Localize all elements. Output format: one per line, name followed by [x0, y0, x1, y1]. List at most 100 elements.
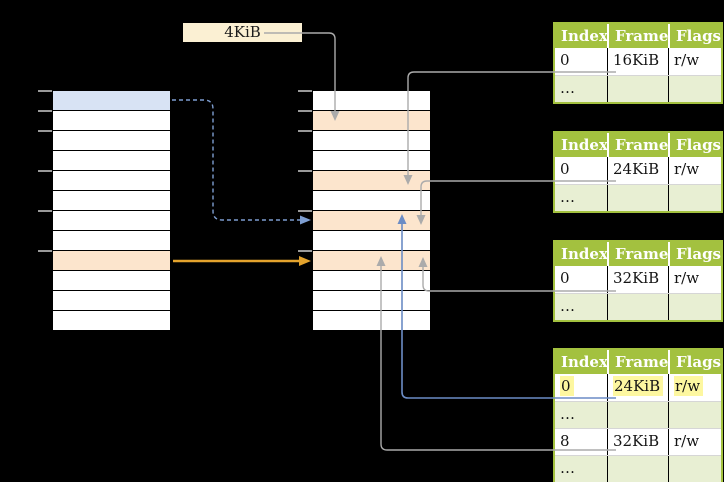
header-cell-frame: Frame — [607, 133, 668, 157]
virtual-memory-row-12 — [53, 311, 170, 331]
header-cell-flags: Flags — [668, 350, 721, 374]
header-cell-flags: Flags — [668, 242, 721, 266]
virtual-memory-address-tick — [38, 110, 52, 112]
physical-memory-row-6 — [313, 191, 430, 211]
page-table-mixed-row-3-flags — [668, 456, 721, 482]
page-table-mixed-row-3-frame — [607, 456, 668, 482]
page-table-24kib-row-1: … — [555, 184, 721, 211]
arrowhead-right-icon — [300, 215, 311, 225]
virtual-memory-row-9 — [53, 251, 170, 271]
physical-memory-address-tick — [298, 130, 312, 132]
physical-memory-address-tick — [298, 90, 312, 92]
page-table-mixed-row-0-frame: 24KiB — [607, 374, 668, 401]
virtual-memory-address-tick — [38, 210, 52, 212]
page-table-24kib-row-0-flags: r/w — [668, 157, 721, 184]
physical-memory-row-8 — [313, 231, 430, 251]
physical-memory-address-tick — [298, 170, 312, 172]
page-table-16kib-row-0-flags: r/w — [668, 48, 721, 75]
header-cell-index: Index — [561, 27, 608, 45]
page-table-32kib-row-0-flags: r/w — [668, 266, 721, 293]
physical-memory-address-tick — [298, 210, 312, 212]
header-cell-flags: Flags — [668, 24, 721, 48]
header-cell-index: Index — [561, 136, 608, 154]
page-table-mixed-row-2-index: 8 — [560, 432, 570, 450]
arrowhead-right-icon — [299, 256, 311, 266]
highlighted-value: r/w — [674, 376, 704, 396]
page-table-mixed-row-0-flags: r/w — [668, 374, 721, 401]
page-size-label: 4KiB — [183, 23, 302, 42]
page-table-mixed-row-2-frame: 32KiB — [607, 429, 668, 455]
page-table-16kib-row-1-flags — [668, 76, 721, 102]
header-cell-index: Index — [561, 245, 608, 263]
header-cell-flags: Flags — [668, 133, 721, 157]
virtual-memory-row-10 — [53, 271, 170, 291]
page-table-mixed-row-3-index: … — [560, 459, 575, 477]
physical-memory-row-5 — [313, 171, 430, 191]
page-table-mixed-row-1: … — [555, 401, 721, 428]
page-table-32kib-row-1: … — [555, 293, 721, 320]
arrow-virtual-page-to-frame — [172, 99, 300, 221]
virtual-memory-table — [38, 90, 171, 332]
page-table-mixed-row-2-flags: r/w — [668, 429, 721, 455]
virtual-memory-row-7 — [53, 211, 170, 231]
virtual-memory-address-tick — [38, 170, 52, 172]
page-table-16kib-row-0-frame: 16KiB — [607, 48, 668, 75]
physical-memory-address-tick — [298, 250, 312, 252]
page-table-24kib-row-1-frame — [607, 185, 668, 211]
page-table-32kib-row-1-flags — [668, 294, 721, 320]
virtual-memory-row-11 — [53, 291, 170, 311]
header-cell-frame: Frame — [607, 350, 668, 374]
virtual-memory-row-8 — [53, 231, 170, 251]
virtual-memory-row-5 — [53, 171, 170, 191]
virtual-memory-row-3 — [53, 131, 170, 151]
page-table-16kib-row-1: … — [555, 75, 721, 102]
page-table-mixed-row-0: 0 24KiB r/w — [555, 374, 721, 401]
page-table-24kib-row-0-index: 0 — [560, 160, 570, 178]
physical-memory-row-9 — [313, 251, 430, 271]
page-table-32kib-row-0-frame: 32KiB — [607, 266, 668, 293]
highlighted-value: 24KiB — [613, 376, 664, 396]
header-cell-frame: Frame — [607, 24, 668, 48]
physical-memory-row-1 — [313, 91, 430, 111]
physical-memory-row-3 — [313, 131, 430, 151]
page-table-32kib-row-1-frame — [607, 294, 668, 320]
virtual-memory-row-6 — [53, 191, 170, 211]
page-table-mixed-row-1-index: … — [560, 405, 575, 423]
header-cell-frame: Frame — [607, 242, 668, 266]
page-table-mixed-row-0-index: 0 — [555, 374, 607, 401]
physical-memory-row-2 — [313, 111, 430, 131]
page-table-32kib-row-1-index: … — [560, 297, 575, 315]
virtual-memory-address-tick — [38, 130, 52, 132]
page-table-mixed-row-1-flags — [668, 402, 721, 428]
page-table-24kib-row-0-frame: 24KiB — [607, 157, 668, 184]
physical-memory-row-11 — [313, 291, 430, 311]
page-table-16kib-row-0-index: 0 — [560, 51, 570, 69]
page-table-16kib-row-1-frame — [607, 76, 668, 102]
header-cell-index: Index — [561, 353, 608, 371]
highlighted-value: 0 — [560, 376, 574, 396]
virtual-memory-address-tick — [38, 250, 52, 252]
physical-memory-row-12 — [313, 311, 430, 331]
page-table-32kib-row-0-index: 0 — [560, 269, 570, 287]
virtual-memory-row-2 — [53, 111, 170, 131]
virtual-memory-address-tick — [38, 90, 52, 92]
page-table-24kib-row-1-flags — [668, 185, 721, 211]
virtual-memory-row-1 — [53, 91, 170, 111]
physical-memory-table — [298, 90, 431, 332]
page-table-24kib-row-1-index: … — [560, 188, 575, 206]
physical-memory-row-10 — [313, 271, 430, 291]
page-table-mixed-row-3: … — [555, 455, 721, 482]
